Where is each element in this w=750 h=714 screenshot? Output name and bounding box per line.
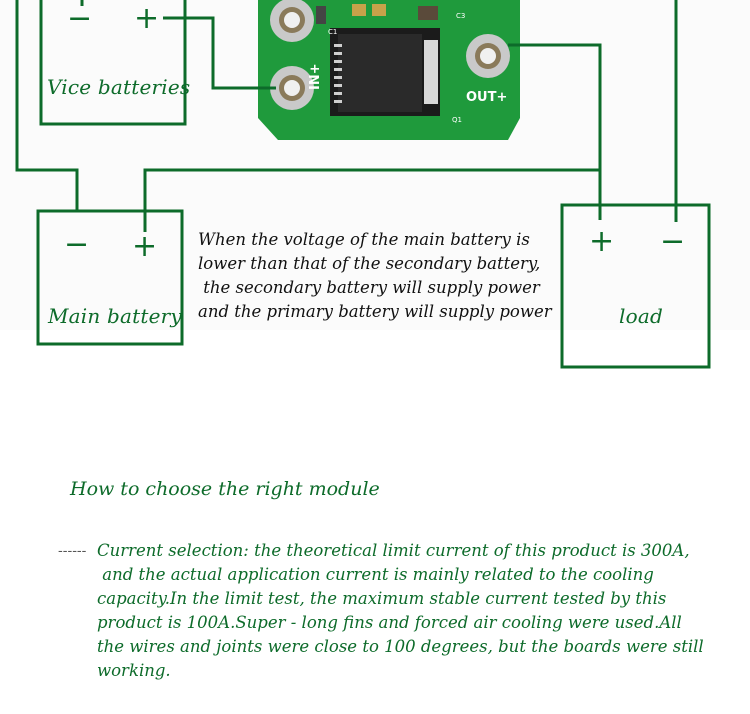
- body-line: product is 100A.Super - long fins and fo…: [97, 613, 682, 632]
- vice-batteries-label: Vice batteries: [47, 75, 191, 99]
- resistor: [316, 6, 326, 24]
- body-line: and the actual application current is ma…: [97, 565, 654, 584]
- wire-out-to-load-plus: [508, 43, 602, 220]
- body-line: Current selection: the theoretical limit…: [97, 541, 690, 560]
- q1-label: Q1: [452, 116, 462, 124]
- terminal-in: [270, 66, 314, 110]
- body-line: working.: [97, 661, 171, 680]
- c3-label: C3: [456, 12, 466, 20]
- wire-vice-plus-to-in: [163, 16, 276, 90]
- note-line: and the primary battery will supply powe…: [198, 302, 552, 321]
- main-battery-label: Main battery: [48, 304, 182, 328]
- terminal-top: [270, 0, 314, 42]
- load-box: [560, 203, 711, 369]
- note-line: the secondary battery will supply power: [198, 278, 540, 297]
- pcb-module: [258, 0, 520, 140]
- load-minus-sign: −: [660, 224, 686, 259]
- vice-minus-sign: −: [67, 1, 93, 36]
- c1-label: C1: [328, 28, 338, 36]
- main-battery-box: [36, 209, 184, 346]
- capacitor: [418, 6, 438, 20]
- mosfet-pins: [334, 44, 342, 103]
- mosfet-tab: [424, 40, 438, 104]
- vice-plus-sign: +: [134, 1, 160, 36]
- wire-main-plus-to-load: [143, 168, 600, 232]
- wires: [15, 0, 678, 232]
- load-plus-sign: +: [589, 224, 615, 259]
- main-minus-sign: −: [64, 227, 90, 262]
- note-line: lower than that of the secondary battery…: [198, 254, 541, 273]
- capacitor: [352, 4, 366, 16]
- terminal-out: [466, 34, 510, 78]
- mosfet-chip-face: [338, 34, 422, 112]
- body-line: capacity.In the limit test, the maximum …: [97, 589, 667, 608]
- in-plus-label: IN+: [308, 63, 323, 90]
- vice-battery-box: [39, 0, 187, 126]
- dash-prefix: ------: [58, 543, 87, 559]
- capacitor: [372, 4, 386, 16]
- load-label: load: [619, 304, 663, 328]
- main-plus-sign: +: [132, 229, 158, 264]
- note-line: When the voltage of the main battery is: [198, 230, 530, 249]
- section-heading: How to choose the right module: [70, 478, 380, 500]
- out-plus-label: OUT+: [466, 90, 508, 105]
- body-line: the wires and joints were close to 100 d…: [97, 637, 704, 656]
- wire-vice-minus-to-main-minus: [15, 0, 79, 212]
